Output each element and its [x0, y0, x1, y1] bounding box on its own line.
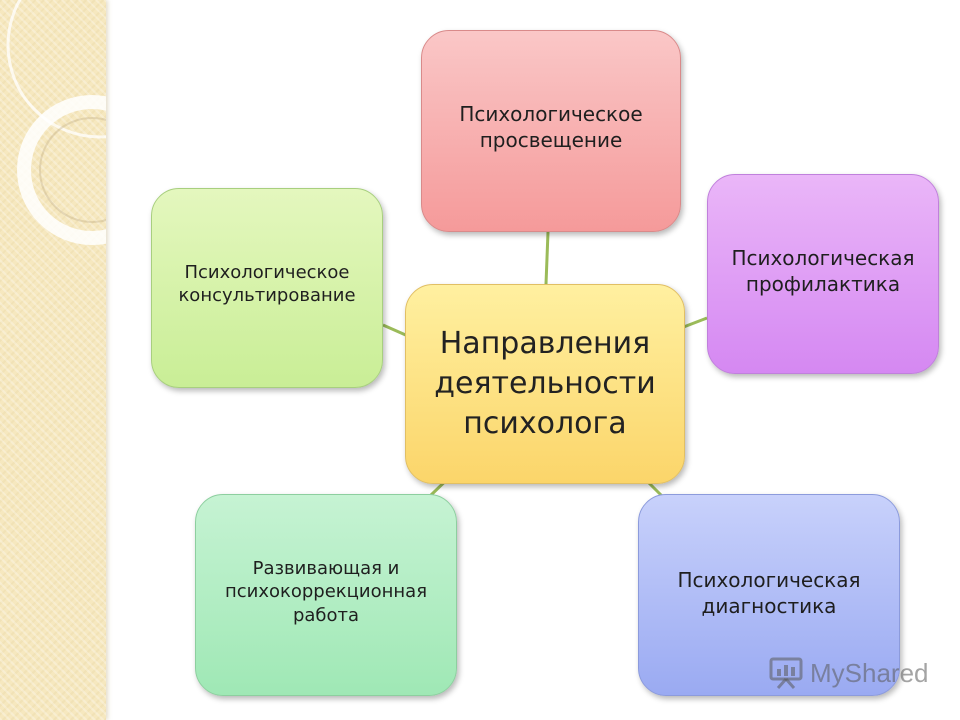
center-label: Направления деятельности психолога: [434, 326, 656, 441]
node-psychological-counseling: Психологическое консультирование: [151, 188, 383, 388]
node-label: Психологическое просвещение: [459, 102, 643, 152]
decorative-circle-large: [6, 0, 106, 139]
watermark: MyShared: [768, 656, 929, 690]
decorative-circle-inner: [39, 117, 106, 223]
node-label: Психологическая профилактика: [731, 246, 915, 296]
node-label: Развивающая и психокоррекционная работа: [224, 558, 428, 626]
node-label: Психологическая диагностика: [677, 568, 861, 618]
node-label: Психологическое консультирование: [178, 262, 356, 307]
node-psychological-prevention: Психологическая профилактика: [707, 174, 939, 374]
watermark-text: MyShared: [810, 657, 929, 688]
decorative-circle-thick: [17, 95, 106, 245]
presentation-board-icon: [769, 657, 803, 689]
decorative-circles: [6, 0, 106, 245]
node-psychological-diagnostics: Психологическая диагностика: [638, 494, 900, 696]
decorative-side-strip: [0, 0, 106, 720]
connector-top: [544, 231, 550, 285]
node-developmental-correctional-work: Развивающая и психокоррекционная работа: [195, 494, 457, 696]
node-center-directions: Направления деятельности психолога: [405, 284, 685, 484]
node-psychological-education: Психологическое просвещение: [421, 30, 681, 232]
